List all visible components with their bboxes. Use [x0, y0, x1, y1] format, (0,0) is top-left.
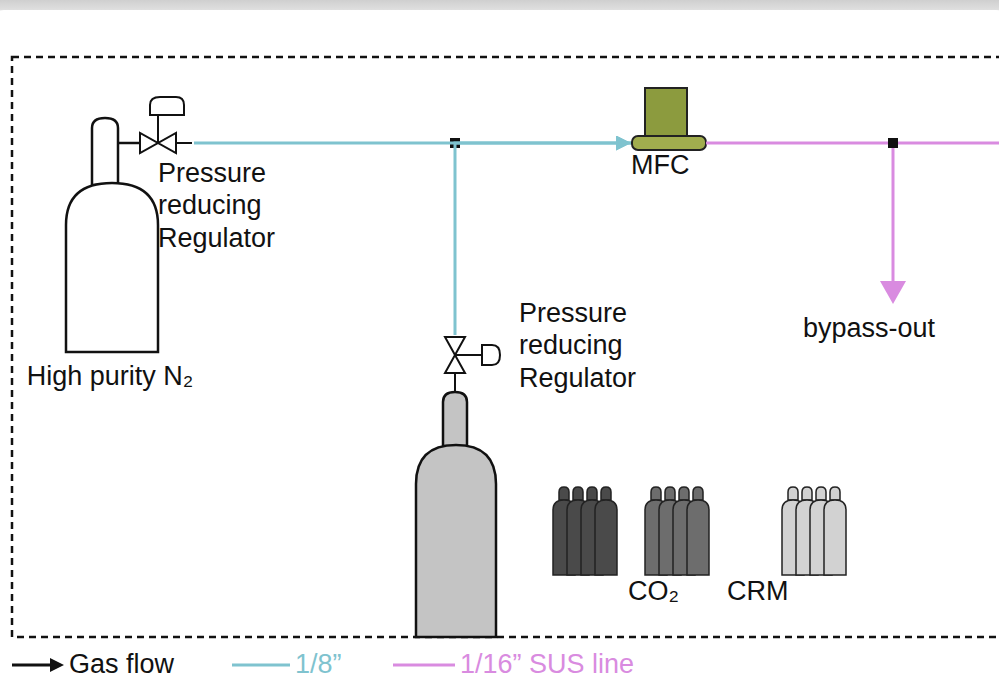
cylinder-body — [687, 500, 709, 575]
legend-text: 1/8” — [295, 648, 342, 680]
cylinder-neck — [802, 487, 812, 500]
cylinder-neck — [601, 487, 611, 500]
cylinder-neck — [816, 487, 826, 500]
n2-cylinder — [66, 118, 158, 352]
cylinder-neck — [651, 487, 661, 500]
outlet-label: bypass-out — [803, 312, 935, 344]
legend-swatch — [232, 664, 290, 667]
legend-arrow — [12, 664, 52, 667]
junction-dot — [888, 138, 898, 148]
regulator-symbol — [445, 337, 500, 392]
cylinder-neck — [693, 487, 703, 500]
panel — [0, 10, 999, 40]
node-label: Pressure reducing Regulator — [158, 157, 318, 254]
cylinder-neck — [559, 487, 569, 500]
gas-label: CO₂ — [628, 575, 679, 607]
cylinder-neck — [679, 487, 689, 500]
mfc-symbol — [632, 88, 706, 150]
co2-cylinder — [416, 392, 496, 637]
pressure-regulator: Pressure reducing Regulator — [443, 335, 502, 375]
legend-arrow-head — [50, 658, 64, 672]
cylinder-body — [595, 500, 617, 575]
outlet-line — [706, 143, 999, 283]
cylinder-neck — [587, 487, 597, 500]
legend-swatch — [393, 664, 455, 667]
cylinder-neck — [788, 487, 798, 500]
node-label: MFC — [631, 149, 751, 181]
arrow-head — [880, 281, 906, 304]
pressure-regulator: Pressure reducing Regulator — [138, 95, 194, 157]
dashed-boundary — [12, 57, 999, 637]
cylinder-neck — [665, 487, 675, 500]
legend-text: Gas flow — [69, 648, 174, 680]
cylinder-neck — [830, 487, 840, 500]
gas-label: CRM — [727, 575, 789, 607]
regulator-symbol — [140, 97, 192, 153]
node-label: High purity N₂ — [20, 360, 200, 392]
legend-text: 1/16” SUS line — [460, 648, 634, 680]
mass-flow-controller: MFC — [631, 87, 707, 151]
node-label: Pressure reducing Regulator — [519, 297, 679, 394]
gas-cylinder: High purity N₂ — [64, 116, 160, 354]
cylinder-neck — [573, 487, 583, 500]
crm-cylinder-group — [553, 487, 846, 575]
cylinder-body — [824, 500, 846, 575]
